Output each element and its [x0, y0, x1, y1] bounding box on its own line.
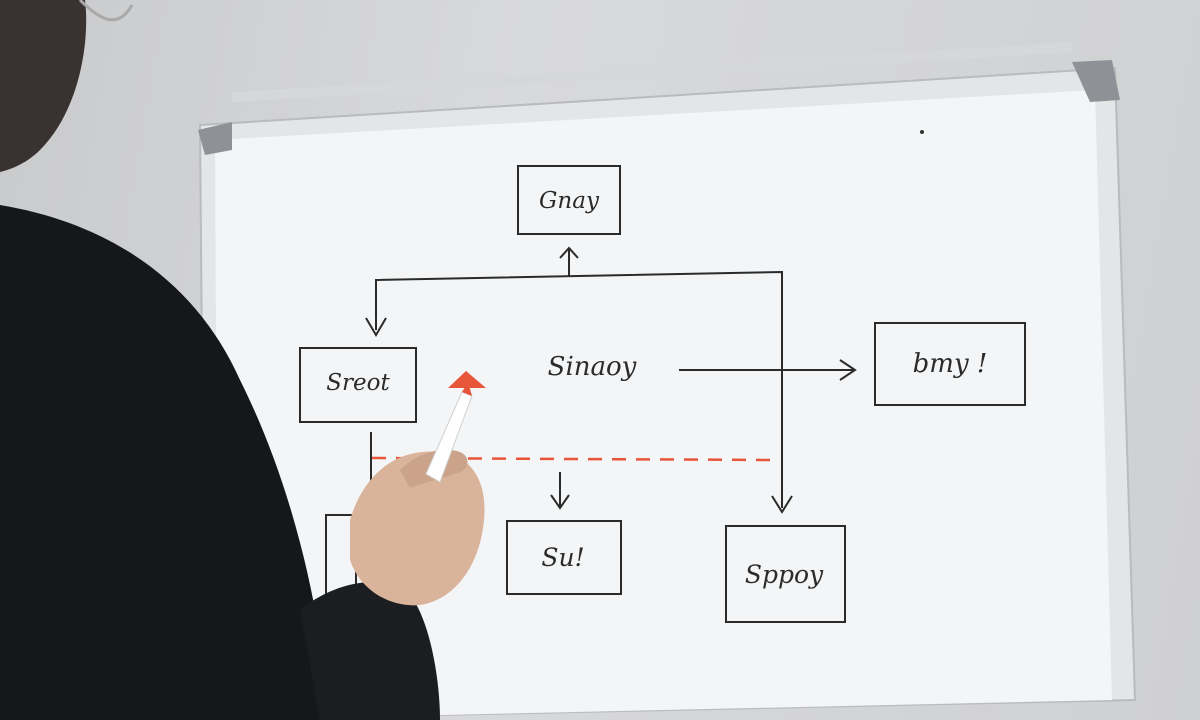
board-dot	[920, 130, 924, 134]
red-dashed-line	[371, 456, 775, 462]
arrowhead-down-right	[771, 495, 793, 514]
arrowhead-right	[839, 359, 857, 381]
glasses-frame	[78, 0, 134, 22]
node-label-left: Sreot	[326, 370, 390, 396]
arrowhead-down-middle	[550, 494, 570, 510]
node-box-bottom-middle	[506, 520, 622, 595]
node-box-top	[517, 165, 621, 235]
arrowhead-up	[559, 246, 579, 259]
person-head	[0, 0, 87, 172]
person-shoulder	[0, 205, 330, 720]
arrowhead-down-left	[365, 317, 387, 337]
frame-top-rail	[232, 42, 1072, 103]
node-box-bottom-right	[725, 525, 846, 623]
frame-corner-top-left	[198, 122, 232, 155]
connector-top-bus	[375, 270, 783, 508]
red-triangle-marker	[448, 371, 486, 388]
person-hand	[350, 451, 485, 606]
node-label-center: Sinaoy	[548, 352, 637, 382]
node-label-bottom-right: Sppoy	[745, 560, 824, 589]
person-sleeve	[300, 582, 440, 720]
node-label-right: bmy !	[913, 349, 988, 379]
node-box-right	[874, 322, 1026, 406]
node-box-left	[299, 347, 417, 423]
frame-corner-top-right	[1072, 60, 1120, 102]
marker-tip	[462, 382, 472, 396]
node-label-top: Gnay	[539, 188, 600, 214]
node-label-bottom-middle: Su!	[541, 543, 584, 572]
